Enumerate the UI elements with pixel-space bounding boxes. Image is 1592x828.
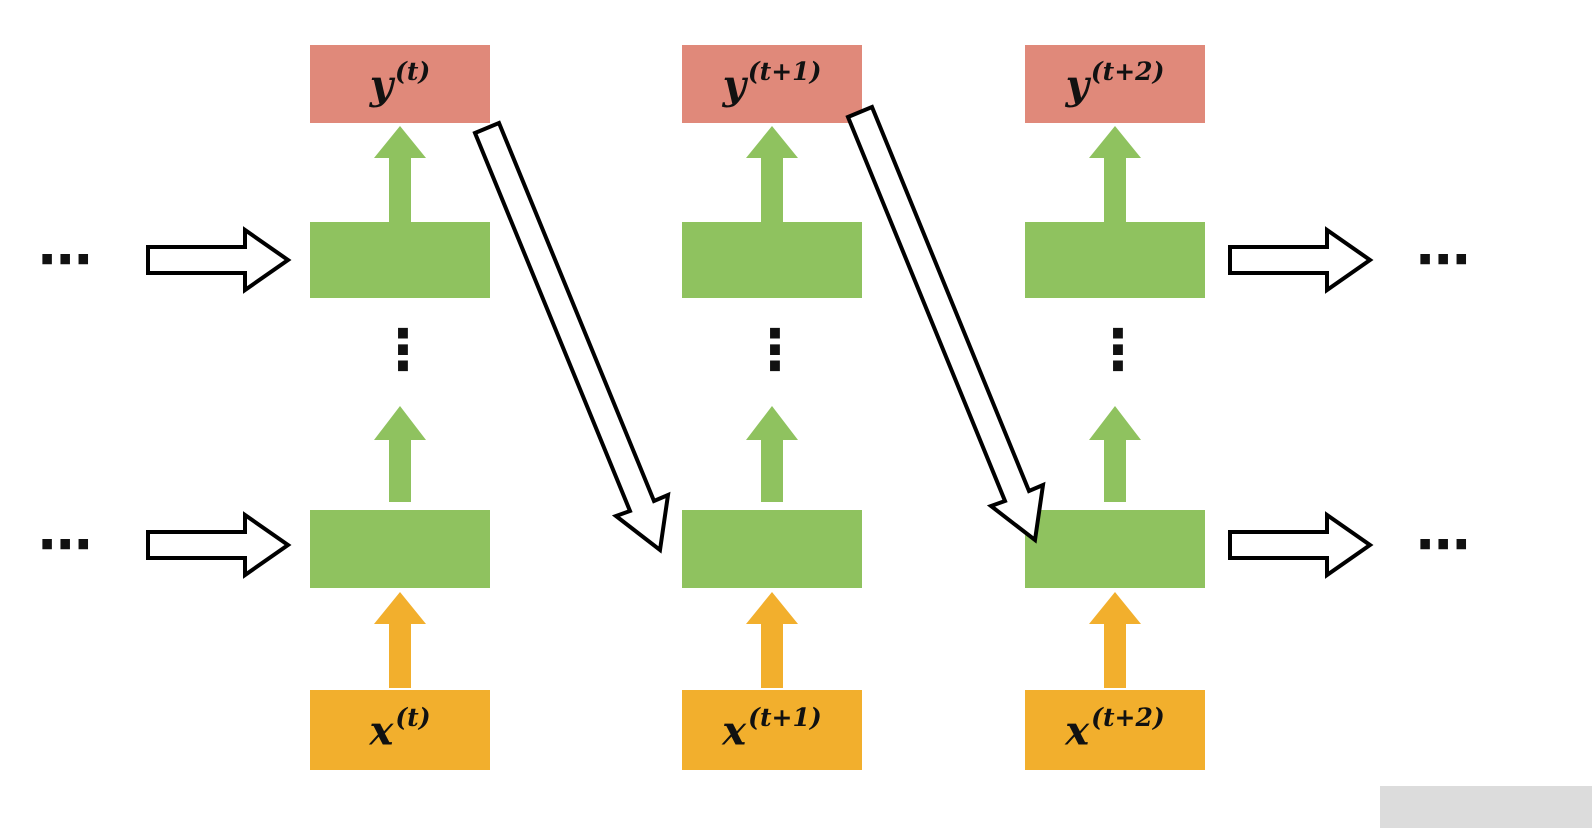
hidden-box-upper-t2: [1025, 222, 1205, 298]
ellipsis-upper-left: ⋯: [38, 228, 92, 291]
vertical-ellipsis-t1: ⋮: [747, 318, 803, 383]
output-label-base-t1: y: [722, 61, 746, 109]
up-arrow-hidden-to-output-t2: [1089, 126, 1141, 224]
hidden-box-lower-t: [310, 510, 490, 588]
output-label-base-t: y: [369, 61, 394, 109]
up-arrow-hidden-to-output-t1: [746, 126, 798, 224]
hidden-box-upper-t1: [682, 222, 862, 298]
vertical-ellipsis-t: ⋮: [375, 318, 431, 383]
hollow-arrow-upper-right: [1228, 226, 1374, 294]
output-box-t1: y(t+1): [682, 45, 862, 123]
up-arrow-input-t1: [746, 592, 798, 688]
up-arrow-stack-t1: [746, 406, 798, 502]
hollow-arrow-lower-right: [1228, 511, 1374, 579]
output-label-t: y(t): [369, 59, 430, 109]
hidden-box-lower-t1: [682, 510, 862, 588]
up-arrow-input-t2: [1089, 592, 1141, 688]
ellipsis-lower-left: ⋯: [38, 513, 92, 576]
vertical-ellipsis-t2: ⋮: [1090, 318, 1146, 383]
hidden-box-lower-t2: [1025, 510, 1205, 588]
hollow-arrow-upper-left: [146, 226, 292, 294]
input-label-base-t2: x: [1065, 707, 1090, 755]
input-label-sup-t1: (t+1): [748, 702, 822, 732]
input-box-t2: x(t+2): [1025, 690, 1205, 770]
input-label-t1: x(t+1): [722, 705, 821, 755]
input-label-base-t1: x: [722, 707, 747, 755]
output-label-t2: y(t+2): [1065, 59, 1165, 109]
feedback-arrow-t-to-t1: [472, 120, 671, 554]
up-arrow-stack-t: [374, 406, 426, 502]
ellipsis-lower-right: ⋯: [1416, 513, 1470, 576]
input-label-t2: x(t+2): [1065, 705, 1164, 755]
output-label-sup-t1: (t+1): [747, 56, 822, 86]
output-label-base-t2: y: [1065, 61, 1089, 109]
hollow-arrow-lower-left: [146, 511, 292, 579]
output-label-sup-t2: (t+2): [1090, 56, 1165, 86]
input-label-base-t: x: [369, 707, 394, 755]
ellipsis-upper-right: ⋯: [1416, 228, 1470, 291]
input-box-t1: x(t+1): [682, 690, 862, 770]
up-arrow-stack-t2: [1089, 406, 1141, 502]
input-label-t: x(t): [369, 705, 430, 755]
output-box-t2: y(t+2): [1025, 45, 1205, 123]
output-label-t1: y(t+1): [722, 59, 822, 109]
input-label-sup-t: (t): [395, 702, 431, 732]
output-box-t: y(t): [310, 45, 490, 123]
up-arrow-hidden-to-output-t: [374, 126, 426, 224]
up-arrow-input-t: [374, 592, 426, 688]
feedback-arrow-t1-to-t2: [845, 104, 1046, 544]
input-label-sup-t2: (t+2): [1091, 702, 1165, 732]
output-label-sup-t: (t): [395, 56, 431, 86]
watermark-strip: [1380, 786, 1592, 828]
input-box-t: x(t): [310, 690, 490, 770]
hidden-box-upper-t: [310, 222, 490, 298]
